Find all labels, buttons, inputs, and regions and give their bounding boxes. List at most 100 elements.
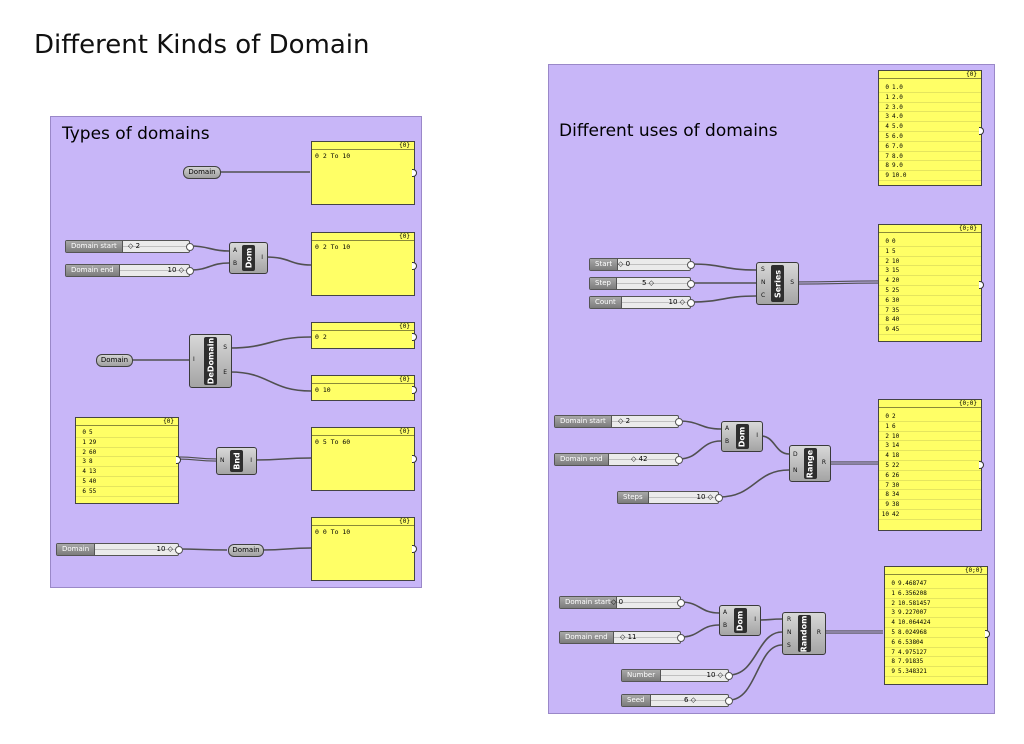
output-e[interactable]: E xyxy=(223,369,227,376)
output-r[interactable]: R xyxy=(816,629,821,636)
deconstruct-domain-component[interactable]: I DeDomain S E xyxy=(189,334,232,388)
domain-parameter[interactable]: Domain xyxy=(228,544,264,557)
component-name: Dom xyxy=(244,247,253,269)
domain-start-slider[interactable]: Domain start ◇ 2 xyxy=(65,240,194,253)
input-r[interactable]: R xyxy=(787,616,792,623)
input-c[interactable]: C xyxy=(761,292,766,299)
input-n[interactable]: N xyxy=(793,467,798,474)
slider-grip[interactable] xyxy=(675,456,683,464)
output-grip[interactable] xyxy=(176,456,181,464)
slider-grip[interactable] xyxy=(175,546,183,554)
random-domain-end-slider[interactable]: Domain end ◇ 11 xyxy=(559,631,685,644)
start-panel[interactable]: {0} 0 2 xyxy=(311,322,417,349)
random-component[interactable]: R N S Random R xyxy=(782,612,826,655)
component-name: Range xyxy=(805,449,815,478)
slider-grip[interactable] xyxy=(725,672,733,680)
slider-value: 10 ◇ xyxy=(696,493,713,501)
input-i[interactable]: I xyxy=(193,356,195,363)
input-a[interactable]: A xyxy=(233,247,238,254)
domain-end-slider[interactable]: Domain end 10 ◇ xyxy=(65,264,194,277)
input-n[interactable]: N xyxy=(761,279,766,286)
series-step-slider[interactable]: Step 5 ◇ xyxy=(589,277,695,290)
domain-panel[interactable]: {0} 0 2 To 10 xyxy=(311,232,417,296)
slider-value: 10 ◇ xyxy=(668,298,685,306)
series-start-slider[interactable]: Start ◇ 0 xyxy=(589,258,695,271)
construct-domain-component[interactable]: A B Dom I xyxy=(721,421,763,452)
panel-header: {0} xyxy=(76,418,178,426)
random-domain-start-slider[interactable]: Domain start ◇ 0 xyxy=(559,596,685,609)
input-n[interactable]: N xyxy=(220,457,225,464)
panel-header: {0;0} xyxy=(885,567,987,575)
output-grip[interactable] xyxy=(412,545,417,553)
domain-panel[interactable]: {0} 0 0 To 10 xyxy=(311,517,417,581)
series-count-slider[interactable]: Count 10 ◇ xyxy=(589,296,695,309)
slider-grip[interactable] xyxy=(687,280,695,288)
panel-header: {0} xyxy=(312,428,414,436)
steps-slider[interactable]: Steps 10 ◇ xyxy=(617,491,723,504)
range-domain-start-slider[interactable]: Domain start ◇ 2 xyxy=(554,415,683,428)
panel-text: 0 2 xyxy=(315,333,327,341)
seed-slider[interactable]: Seed 6 ◇ xyxy=(621,694,733,707)
number-slider[interactable]: Number 10 ◇ xyxy=(621,669,733,682)
domain-slider[interactable]: Domain 10 ◇ xyxy=(56,543,183,556)
slider-grip[interactable] xyxy=(677,599,685,607)
output-grip[interactable] xyxy=(412,333,417,341)
output-grip[interactable] xyxy=(412,169,417,177)
input-a[interactable]: A xyxy=(723,609,728,616)
input-b[interactable]: B xyxy=(723,622,728,629)
types-of-domains-title: Types of domains xyxy=(62,124,210,144)
range-domain-end-slider[interactable]: Domain end ◇ 42 xyxy=(554,453,683,466)
output-i[interactable]: I xyxy=(261,254,263,261)
construct-domain-component[interactable]: A B Dom I xyxy=(229,242,268,274)
output-grip[interactable] xyxy=(412,386,417,394)
slider-label: Domain start xyxy=(555,416,612,427)
slider-grip[interactable] xyxy=(715,494,723,502)
domain-parameter[interactable]: Domain xyxy=(96,354,133,367)
bounds-panel[interactable]: {0} 0 5 To 60 xyxy=(311,427,417,491)
input-b[interactable]: B xyxy=(725,438,730,445)
output-i[interactable]: I xyxy=(250,457,252,464)
output-r[interactable]: R xyxy=(821,459,826,466)
output-grip[interactable] xyxy=(412,262,417,270)
input-s[interactable]: S xyxy=(787,642,791,649)
input-b[interactable]: B xyxy=(233,260,238,267)
output-grip[interactable] xyxy=(979,281,984,289)
slider-grip[interactable] xyxy=(687,299,695,307)
bounds-component[interactable]: N Bnd I xyxy=(216,447,257,475)
panel-text: 0 2 To 10 xyxy=(315,152,351,160)
domain-panel[interactable]: {0} 0 2 To 10 xyxy=(311,141,417,205)
panel-header: {0;0} xyxy=(879,400,981,408)
slider-label: Domain end xyxy=(560,632,614,643)
slider-grip[interactable] xyxy=(677,634,685,642)
slider-grip[interactable] xyxy=(687,261,695,269)
output-grip[interactable] xyxy=(985,630,990,638)
output-s[interactable]: S xyxy=(223,344,227,351)
series-component[interactable]: S N C Series S xyxy=(756,262,799,305)
slider-grip[interactable] xyxy=(725,697,733,705)
end-panel[interactable]: {0} 0 10 xyxy=(311,375,417,401)
output-i[interactable]: I xyxy=(756,432,758,439)
input-s[interactable]: S xyxy=(761,266,765,273)
construct-domain-component[interactable]: A B Dom I xyxy=(719,605,761,636)
output-s[interactable]: S xyxy=(790,279,794,286)
slider-grip[interactable] xyxy=(186,267,194,275)
input-n[interactable]: N xyxy=(787,629,792,636)
slider-value: 6 ◇ xyxy=(683,696,696,704)
range-component[interactable]: D N Range R xyxy=(789,445,831,482)
output-grip[interactable] xyxy=(979,461,984,469)
slider-grip[interactable] xyxy=(675,418,683,426)
input-d[interactable]: D xyxy=(793,451,798,458)
slider-grip[interactable] xyxy=(186,243,194,251)
domain-parameter[interactable]: Domain xyxy=(183,166,221,179)
output-grip[interactable] xyxy=(979,127,984,135)
output-i[interactable]: I xyxy=(754,616,756,623)
input-a[interactable]: A xyxy=(725,425,730,432)
output-grip[interactable] xyxy=(412,455,417,463)
panel-header: {0;0} xyxy=(879,225,981,233)
